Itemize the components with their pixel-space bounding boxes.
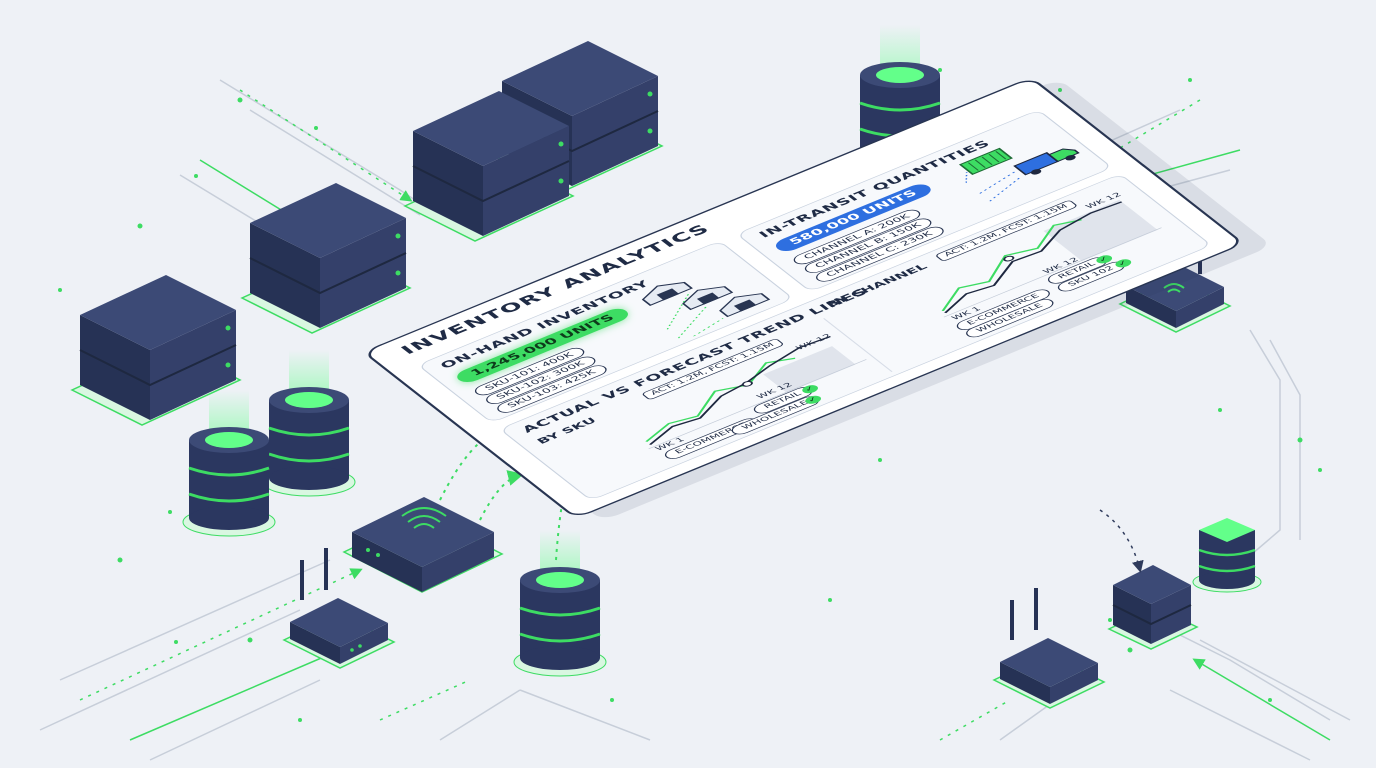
database-icon (182, 390, 276, 537)
server-icon (403, 91, 575, 242)
by-sku-plot (645, 335, 867, 450)
by-sku-marker (741, 380, 753, 387)
in-transit-panel: IN-TRANSIT QUANTITIES 580,000 UNITS CHAN… (735, 109, 1113, 293)
router-icon (342, 497, 504, 593)
particles (58, 68, 1322, 722)
warehouse-icon (682, 286, 734, 311)
server-cluster-top (70, 41, 664, 426)
truck-icon (1013, 148, 1080, 176)
by-sku-forecast-line (649, 335, 831, 445)
by-channel-chart: BY CHANNEL ACT: 1.2M, FCST: 1.15M WK 1 W… (818, 180, 1198, 368)
warehouse-icon (719, 293, 771, 318)
by-channel-marker (1003, 255, 1015, 262)
on-hand-panel: ON-HAND INVENTORY 1,245,000 UNITS SKU-10… (417, 240, 795, 424)
router-icon (282, 548, 396, 669)
routers (282, 234, 1232, 709)
server-icon (240, 183, 412, 334)
database-icon (1192, 518, 1262, 593)
wifi-icon (1163, 283, 1185, 293)
transport-icons (958, 147, 1080, 202)
router-icon (992, 588, 1106, 709)
server-icon (1107, 565, 1199, 650)
dashboard-panel: INVENTORY ANALYTICS ON-HAND INVENTORY 1,… (362, 76, 1246, 519)
by-channel-actual-line (941, 219, 1082, 311)
by-sku-chart: BY SKU ACT: 1.2M, FCST: 1.15M WK 1 WK 12… (530, 318, 893, 493)
warehouse-icon (641, 281, 693, 306)
trend-panel: ACTUAL VS FORECAST TREND LINES BY SKU AC… (498, 173, 1213, 501)
by-channel-forecast-line (944, 201, 1123, 314)
warehouse-icons (641, 281, 771, 339)
by-channel-plot (941, 199, 1162, 318)
connector-dark (1099, 509, 1144, 573)
container-icon (958, 147, 1013, 175)
by-sku-actual-line (645, 357, 796, 442)
database-icon (262, 350, 356, 497)
wifi-icon (401, 507, 447, 529)
database-icon (513, 530, 607, 677)
server-icon (70, 275, 242, 426)
